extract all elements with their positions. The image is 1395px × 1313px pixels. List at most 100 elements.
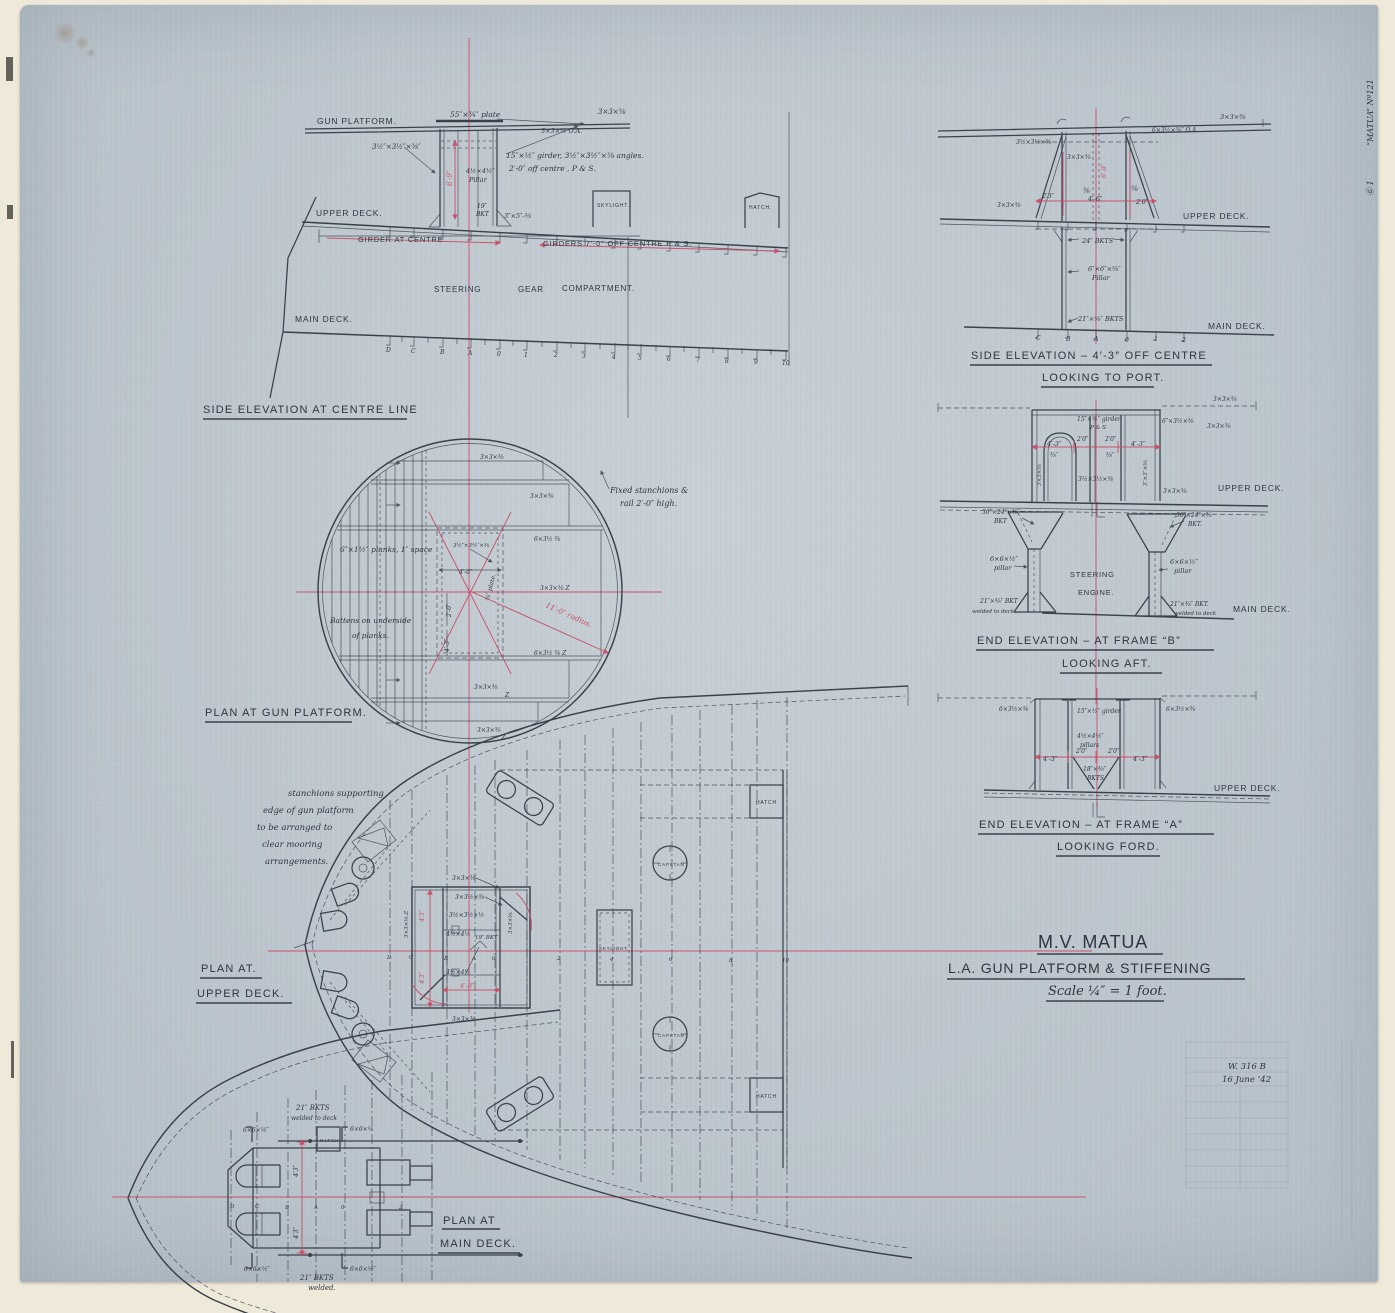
view-title-frame-a-1: END ELEVATION – AT FRAME “A” — [979, 819, 1183, 831]
annotation-label: 7 — [696, 357, 700, 364]
annotation-label: 2 — [398, 1205, 403, 1211]
annotation-label: 3×3×⅜ — [598, 108, 626, 116]
annotation-label: 55″×¾″ plate — [450, 110, 501, 119]
view-end-elevation-frame-a: END ELEVATION – AT FRAME “A” LOOKING FOR… — [937, 691, 1280, 857]
annotation-label: Battens on underside — [329, 616, 412, 625]
annotation-label: B — [439, 349, 445, 356]
annotation-label: 4 — [609, 957, 614, 963]
view-title-off-centre-2: LOOKING TO PORT. — [1042, 372, 1165, 384]
view-title-frame-a-2: LOOKING FORD. — [1057, 841, 1160, 853]
annotation-label: GEAR — [518, 285, 544, 294]
annotation-label: 3½″×3½″×⅜″ — [372, 143, 421, 151]
annotation-label: 2′-0″ off centre , P & S. — [508, 164, 596, 173]
annotation-label: C — [411, 348, 416, 355]
annotation-label: ⅜″ plate. — [484, 573, 497, 601]
annotation-label: 4′3″ — [418, 909, 426, 923]
view-title-main-deck-1: PLAN AT — [443, 1215, 496, 1227]
annotation-label: A — [313, 1205, 318, 1211]
annotation-label: 4½×4½″ — [1076, 733, 1104, 740]
annotation-label: GUN PLATFORM. — [317, 116, 397, 126]
annotation-label: 3½×3½×⅜ — [1016, 139, 1051, 146]
annotation-label: welded to deck — [1174, 611, 1217, 617]
annotation-label: 3″×3″×⅜ — [1143, 460, 1149, 486]
annotation-label: MAIN DECK. — [295, 314, 353, 324]
annotation-label: BKT — [993, 518, 1008, 525]
annotation-label: UPPER DECK. — [1218, 483, 1284, 493]
annotation-label: ⅜″ — [1050, 452, 1059, 459]
drawing-scale: Scale ¼″ = 1 foot. — [1048, 984, 1167, 999]
annotation-label: 6″×1½″ planks, 1″ space — [340, 545, 433, 554]
annotation-label: 3×3½×⅜ — [455, 894, 485, 901]
annotation-label: 4′-3″ — [1132, 755, 1148, 763]
annotation-label: of planks. — [352, 631, 389, 640]
paper-stain — [52, 22, 78, 44]
annotation-label: W. 316 B — [1228, 1062, 1266, 1072]
annotation-label: 6×6×½″ — [243, 1127, 270, 1134]
annotation-label: 3×3×⅜ — [508, 912, 514, 934]
annotation-label: A — [1093, 336, 1099, 343]
annotation-label: 0 — [1125, 337, 1129, 344]
annotation-label: “MATUA” Nº121 — [1366, 79, 1375, 146]
annotation-label: 6′-9″ — [446, 170, 454, 186]
annotation-label: 4′3″ — [292, 1226, 300, 1240]
annotation-label: 3×3×½ O.A. — [541, 127, 582, 135]
annotation-label: 21″×⅜″ BKT. — [1169, 601, 1209, 608]
annotation-label: 2′0″ — [1075, 748, 1088, 755]
annotation-label: 6×3½ ⅜ Z — [534, 650, 567, 657]
annotation-label: 4′-3″ — [1042, 755, 1058, 763]
annotation-label: 6×3½×⅜ — [999, 706, 1029, 713]
annotation-label: 4′-3″ — [1130, 440, 1146, 448]
paper-sheet — [20, 5, 1378, 1282]
view-title-upper-deck-2: UPPER DECK. — [197, 988, 285, 1000]
annotation-label: 3×3×⅜ — [1037, 464, 1043, 486]
annotation-label: 4′-6″ — [1087, 195, 1103, 203]
annotation-label: 6″×3½×⅜ — [1162, 418, 1194, 425]
annotation-label: 6 — [667, 356, 671, 363]
annotation-label: 16 June ’42 — [1222, 1075, 1271, 1085]
annotation-label: 8 — [725, 358, 729, 365]
annotation-label: 3×3×⅜ — [1220, 113, 1246, 121]
annotation-label: MAIN DECK. — [1208, 321, 1266, 331]
drawing-title-ship: M.V. MATUA — [1038, 932, 1148, 952]
annotation-label: 2′-0″ — [446, 603, 453, 618]
annotation-label: 6×6×½ — [350, 1126, 374, 1133]
annotation-label: 6×6×½″ — [244, 1266, 271, 1273]
annotation-label: 3×3×⅜ — [480, 454, 504, 461]
annotation-label: 6×3½×⅜ — [1166, 706, 1196, 713]
annotation-label: 4½×4½ — [445, 931, 470, 938]
annotation-label: A — [467, 350, 473, 357]
annotation-label: 10 — [782, 958, 789, 964]
annotation-label: CAPSTAN — [658, 862, 685, 867]
annotation-label: D — [229, 1204, 235, 1210]
annotation-label: 3 — [582, 353, 586, 360]
annotation-label: P & S — [1089, 425, 1106, 431]
annotation-label: 6′-9″ — [1100, 163, 1108, 178]
annotation-label: rail 2′-0″ high. — [620, 499, 677, 508]
annotation-label: 3×3×⅜ — [530, 493, 554, 500]
annotation-label: 0 — [341, 1205, 345, 1211]
annotation-label: welded to deck — [291, 1115, 337, 1122]
annotation-label: welded. — [308, 1284, 336, 1292]
annotation-label: 6 — [669, 957, 673, 963]
annotation-label: COMPARTMENT. — [562, 284, 635, 293]
annotation-label: GIRDER AT CENTRE — [358, 235, 443, 244]
view-title-frame-b-2: LOOKING AFT. — [1062, 658, 1152, 670]
annotation-label: 1 — [524, 352, 528, 359]
annotation-label: B — [284, 1205, 289, 1211]
view-title-side-centre: SIDE ELEVATION AT CENTRE LINE — [203, 404, 418, 416]
annotation-label: 19″ — [477, 203, 488, 210]
annotation-label: 4½×4½ — [445, 969, 470, 976]
annotation-label: clear mooring — [262, 840, 323, 850]
annotation-label: 10 — [782, 360, 790, 367]
annotation-label: pillars — [1080, 742, 1099, 749]
annotation-label: 15″×½″ girder — [1077, 416, 1122, 423]
annotation-label: HATCH — [320, 1138, 339, 1143]
view-title-main-deck-2: MAIN DECK. — [440, 1238, 516, 1250]
revision-table — [1185, 1040, 1353, 1240]
annotation-label: 4 — [611, 354, 616, 361]
annotation-label: 3×3×⅜ — [997, 202, 1021, 209]
